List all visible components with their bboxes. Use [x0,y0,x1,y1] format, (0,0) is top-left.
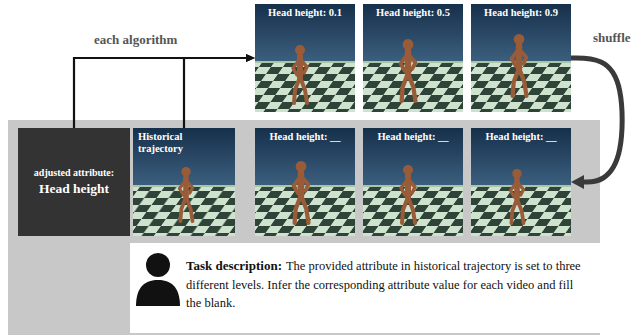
text-block: Head height: 0.9 [473,7,569,18]
panel-title: Head height: 0.1 [257,7,353,18]
task-heading: Task description: [186,258,282,273]
humanoid-figure [293,45,307,103]
humanoid-figure [294,161,309,223]
flow-arrow [184,58,246,128]
panel-title: Head height: 0.9 [473,7,569,18]
edge-label: each algorithm [92,32,179,48]
humanoid-figure [510,169,523,223]
flow-arrow [74,58,246,128]
panel-title: Head height: __ [257,131,353,142]
grey-panel [8,120,600,335]
task-box: Task description:The provided attribute … [130,243,600,331]
attribute-name: Head height [34,181,114,197]
text-block: Head height: __ [473,131,569,142]
video-frame [255,4,355,112]
video-frame [471,128,571,236]
video-panel: Head height: __ [471,128,571,236]
video-frame [133,128,235,236]
text-block: Head height: __ [257,131,353,142]
attribute-box: adjusted attribute: Head height [18,128,130,236]
video-frame [255,128,355,236]
panel-title: Historical trajectory [138,131,210,155]
video-frame [471,4,571,112]
text-block: Head height: 0.1 [257,7,353,18]
humanoid-figure [179,167,192,221]
video-panel: Head height: __ [255,128,355,236]
panel-title: Head height: __ [473,131,569,142]
video-frame [363,128,463,236]
video-panel: Head height: 0.5 [363,4,463,112]
person-icon [136,253,180,306]
shuffle-arrow [571,58,622,182]
edge-label: shuffle [591,30,633,46]
text-block: Task description:The provided attribute … [186,256,586,311]
text-block: Historical trajectory [138,131,210,155]
text-block: Head height: __ [365,131,461,142]
video-frame [363,4,463,112]
text-block: adjusted attribute: Head height [34,167,114,197]
humanoid-figure [401,39,416,101]
video-panel: Head height: 0.1 [255,4,355,112]
video-panel: Head height: 0.9 [471,4,571,112]
task-ground [130,243,600,333]
video-panel: Head height: __ [363,128,463,236]
panel-title: Head height: 0.5 [365,7,461,18]
humanoid-figure [401,165,415,223]
text-block: Head height: 0.5 [365,7,461,18]
panel-title: Head height: __ [365,131,461,142]
history-panel: Historical trajectory [133,128,235,236]
attribute-caption: adjusted attribute: [34,167,114,178]
humanoid-figure [512,34,527,96]
